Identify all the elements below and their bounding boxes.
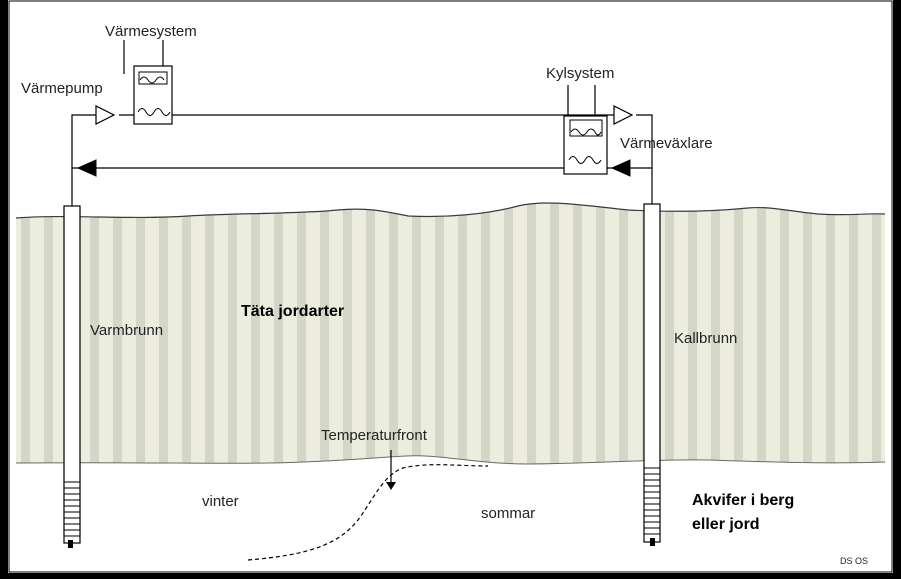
soil-label: Täta jordarter	[241, 303, 344, 320]
heat-exchanger-label: Värmeväxlare	[620, 135, 713, 152]
cooling-coil-icon	[570, 128, 602, 136]
summer-label: sommar	[481, 505, 535, 522]
warm-well-screen	[64, 481, 80, 537]
upper-pipe	[71, 114, 96, 207]
temperature-front-arrow-icon	[386, 482, 396, 490]
flow-arrow-exchanger-icon	[610, 159, 631, 177]
soil-layer	[15, 202, 886, 465]
heat-pump-label: Värmepump	[21, 80, 103, 97]
aquifer-label-line1: Akvifer i berg	[692, 492, 794, 509]
heat-pump-icon	[95, 105, 116, 125]
pipe-network	[71, 40, 653, 207]
flow-arrow-left-icon	[76, 159, 97, 177]
cold-well	[643, 203, 661, 546]
aquifer-label-line2: eller jord	[692, 516, 760, 533]
diagram-border	[8, 0, 893, 573]
ground-surface-line	[15, 202, 886, 219]
heating-system-label: Värmesystem	[105, 23, 197, 40]
diagram-frame: Värmesystem Värmepump Kylsystem Värmeväx…	[8, 0, 893, 573]
warm-well	[63, 205, 81, 548]
upper-right-pump-icon	[613, 105, 634, 125]
aquifer-boundary-line	[15, 455, 886, 465]
cold-well-screen	[644, 467, 660, 535]
winter-label: vinter	[202, 493, 239, 510]
heating-system-unit	[133, 65, 173, 125]
credit-label: DS OS	[840, 556, 868, 566]
temperature-front-curve	[247, 464, 489, 561]
warm-well-label: Varmbrunn	[90, 322, 163, 339]
heating-exchanger-coil-icon	[137, 108, 171, 116]
cold-well-label: Kallbrunn	[674, 330, 737, 347]
heat-exchanger-unit	[563, 115, 608, 175]
temperature-front-label: Temperaturfront	[321, 427, 428, 444]
heating-coil-icon	[139, 76, 165, 84]
upper-pipe-right	[636, 114, 653, 207]
exchanger-coil-icon	[568, 156, 602, 164]
aquifer-storage-diagram: Värmesystem Värmepump Kylsystem Värmeväx…	[8, 0, 893, 573]
cooling-system-label: Kylsystem	[546, 65, 614, 82]
